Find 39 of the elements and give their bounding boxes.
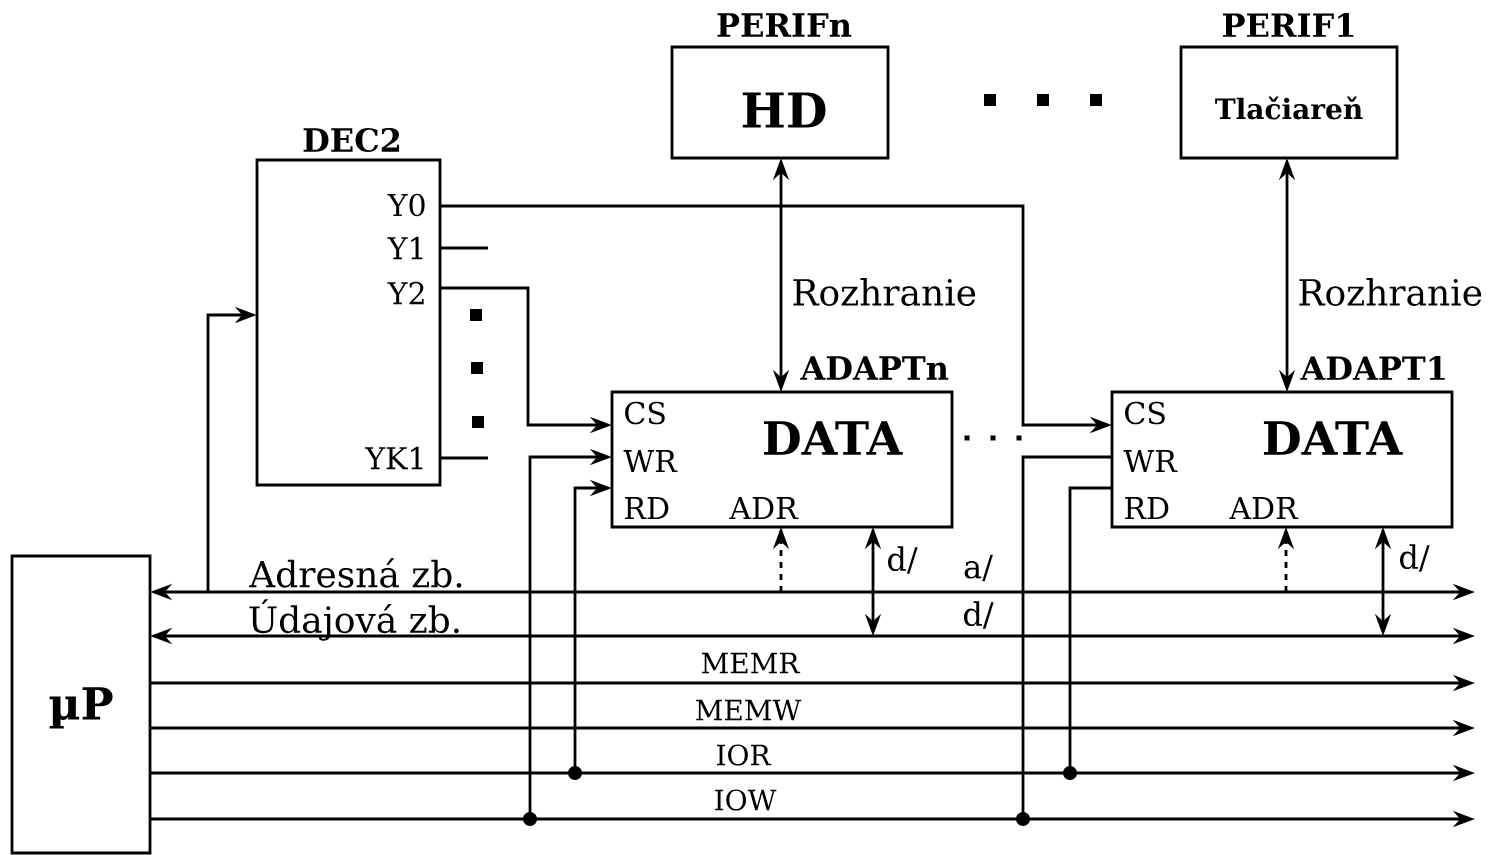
edge-label: d/ xyxy=(888,546,918,574)
port-label: CS xyxy=(1125,401,1165,425)
edge-label: IOW xyxy=(715,789,777,811)
signal-stub xyxy=(440,456,488,460)
register-label: DATA xyxy=(763,421,903,455)
block-label: µP xyxy=(49,687,113,729)
edge-label: d/ xyxy=(1400,544,1430,572)
block-title: PERIF1 xyxy=(1223,13,1354,37)
port-label: ADR xyxy=(1229,497,1299,519)
signal-line xyxy=(1063,486,1112,780)
port-label: RD xyxy=(625,497,669,519)
port-label: Y0 xyxy=(387,193,425,217)
port-label: YK1 xyxy=(364,446,423,470)
block-title: ADAPT1 xyxy=(1300,356,1445,380)
edge-label: Adresná zb. xyxy=(249,558,462,588)
edge-label: Údajová zb. xyxy=(249,599,459,641)
bus-width-label: d/ xyxy=(964,601,994,629)
edge-label: MEMW xyxy=(696,699,802,721)
edge-label: Rozhranie xyxy=(1299,278,1482,306)
edge-label: Rozhranie xyxy=(793,278,976,306)
port-label: WR xyxy=(1123,450,1178,472)
edge-label: MEMR xyxy=(701,652,801,674)
signal-line xyxy=(1016,455,1112,826)
block-title: DEC2 xyxy=(303,127,400,153)
signal-stub xyxy=(440,246,488,250)
edge-label: IOR xyxy=(717,744,772,766)
port-label: ADR xyxy=(729,497,799,519)
bus-width-label: a/ xyxy=(964,554,993,582)
block-label: HD xyxy=(742,92,826,128)
block-title: PERIFn xyxy=(717,13,852,37)
register-label: DATA xyxy=(1263,421,1403,455)
block-title: ADAPTn xyxy=(800,356,949,380)
port-label: Y2 xyxy=(387,281,424,305)
port-label: RD xyxy=(1125,497,1169,519)
port-label: WR xyxy=(623,450,678,472)
block-label: Tlačiareň xyxy=(1215,96,1363,120)
processor-box xyxy=(10,554,152,855)
port-label: CS xyxy=(625,401,665,425)
port-label: Y1 xyxy=(387,236,423,260)
